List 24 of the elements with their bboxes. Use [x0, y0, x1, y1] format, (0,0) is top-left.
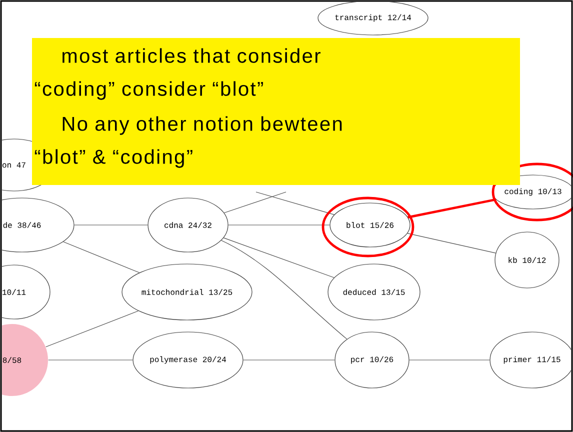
connector-line: [228, 224, 330, 226]
graph-node: deduced 13/15: [328, 264, 420, 320]
connector-line: [224, 192, 286, 214]
graph-node: primer 11/15: [490, 332, 571, 388]
graph-node: cdna 24/32: [148, 198, 228, 252]
connector-line: [74, 224, 148, 226]
graph-node: 8/58: [2, 324, 48, 396]
note-text: most articles that consider “coding” consider “blot”: [34, 48, 320, 100]
connector-line: [220, 240, 348, 340]
connector-line: [62, 241, 140, 273]
connector-line: [408, 198, 496, 219]
graph-node: kb 10/12: [494, 232, 560, 288]
connector-line: [256, 192, 335, 215]
graph-node: mitochondrial 13/25: [122, 264, 252, 320]
graph-node: transcript 12/14: [318, 2, 428, 36]
connector-line: [223, 238, 334, 278]
graph-node: pcr 10/26: [334, 332, 410, 388]
graph-node: polymerase 20/24: [132, 332, 244, 388]
connector-line: [46, 310, 139, 348]
graph-node: de 38/46: [2, 198, 74, 252]
connector-line: [407, 233, 496, 254]
graph-node: blot 15/26: [330, 202, 410, 248]
note-text: No any other notion bewteen “blot” & “coding”: [34, 116, 342, 168]
graph-node: 10/11: [2, 264, 50, 320]
